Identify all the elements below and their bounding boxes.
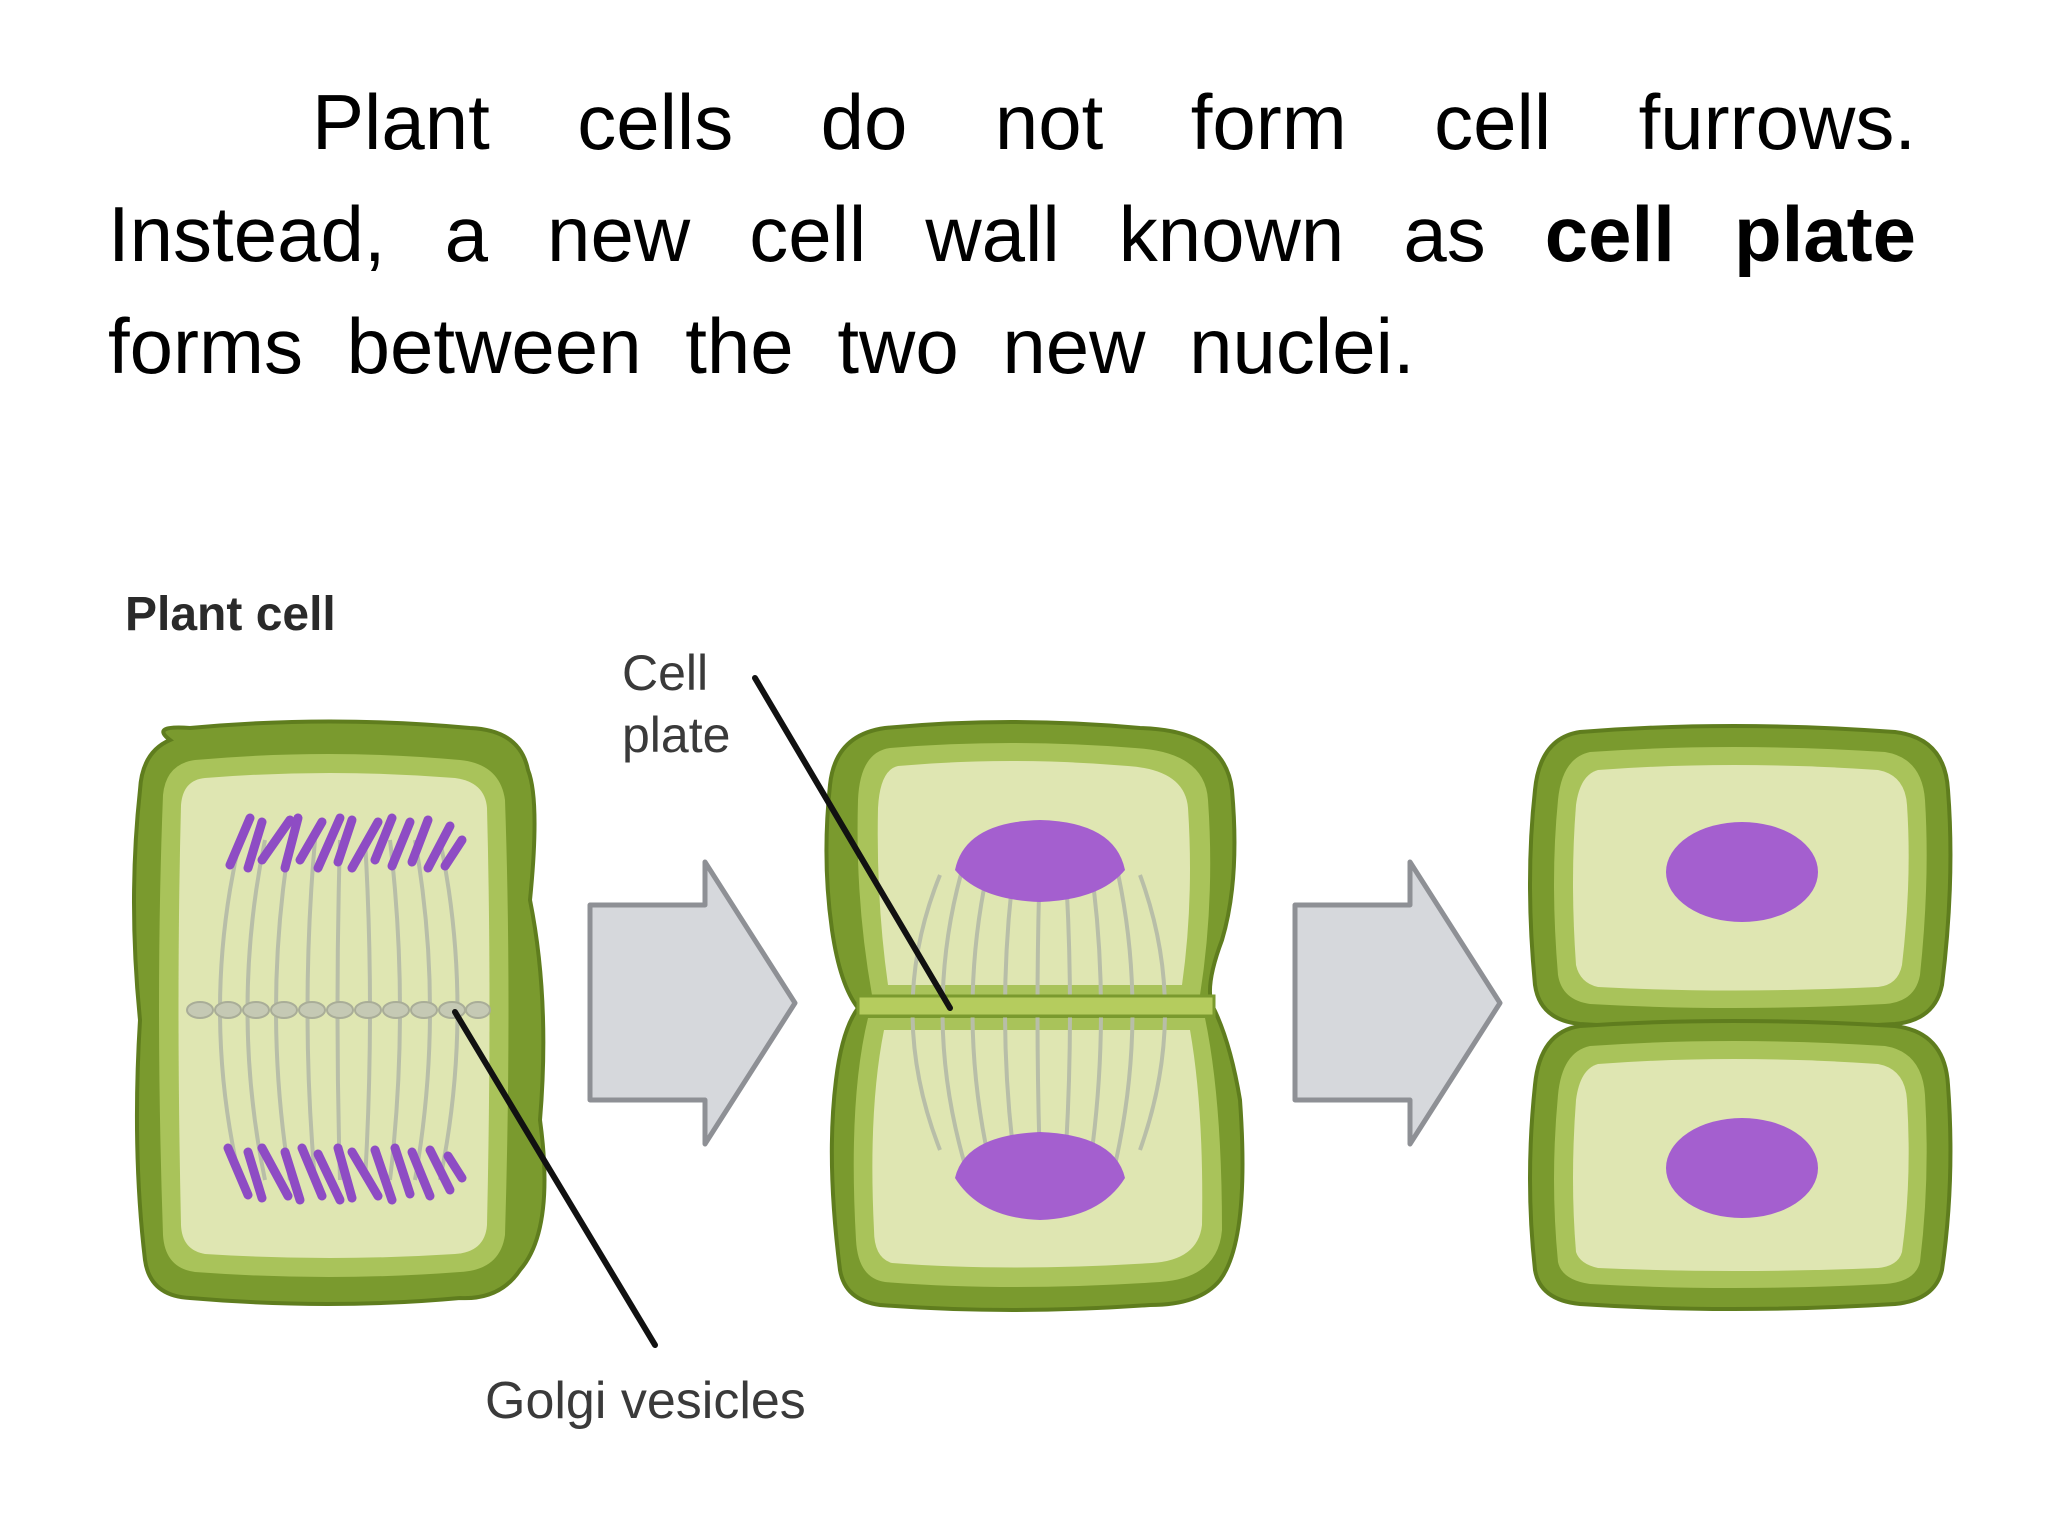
nucleus-top: [955, 820, 1125, 902]
golgi-vesicles: [186, 1001, 491, 1019]
paragraph-part-1: Plant cells do not form cell furrows. In…: [108, 78, 1916, 278]
cell-plate-forming: [824, 720, 1245, 1312]
label-golgi-vesicles: Golgi vesicles: [485, 1372, 806, 1430]
nucleus: [1666, 1118, 1818, 1218]
nucleus: [1666, 822, 1818, 922]
diagram-title: Plant cell: [125, 588, 336, 641]
pointer-golgi-vesicles: [452, 1009, 658, 1348]
term-cell-plate: cell plate: [1544, 190, 1917, 278]
chromosomes-top: [225, 813, 467, 873]
nucleus-bottom: [955, 1132, 1125, 1220]
pointer-cell-plate: [752, 675, 953, 1011]
slide-paragraph: Plant cells do not form cell furrows. In…: [108, 66, 1916, 402]
label-cell-plate-line1: Cell: [622, 645, 708, 701]
arrow-1: [587, 859, 798, 1147]
daughter-cell-top: [1528, 724, 1953, 1031]
chromosomes-bottom: [223, 1143, 467, 1205]
label-cell-plate-line2: plate: [622, 707, 730, 763]
paragraph-part-2: forms between the two new nuclei.: [108, 302, 1415, 390]
daughter-cells: [1528, 724, 1953, 1311]
cell-plate: [856, 994, 1216, 1018]
arrow-2: [1292, 859, 1503, 1147]
cell-telophase: [132, 719, 547, 1306]
daughter-cell-bottom: [1528, 1019, 1953, 1311]
